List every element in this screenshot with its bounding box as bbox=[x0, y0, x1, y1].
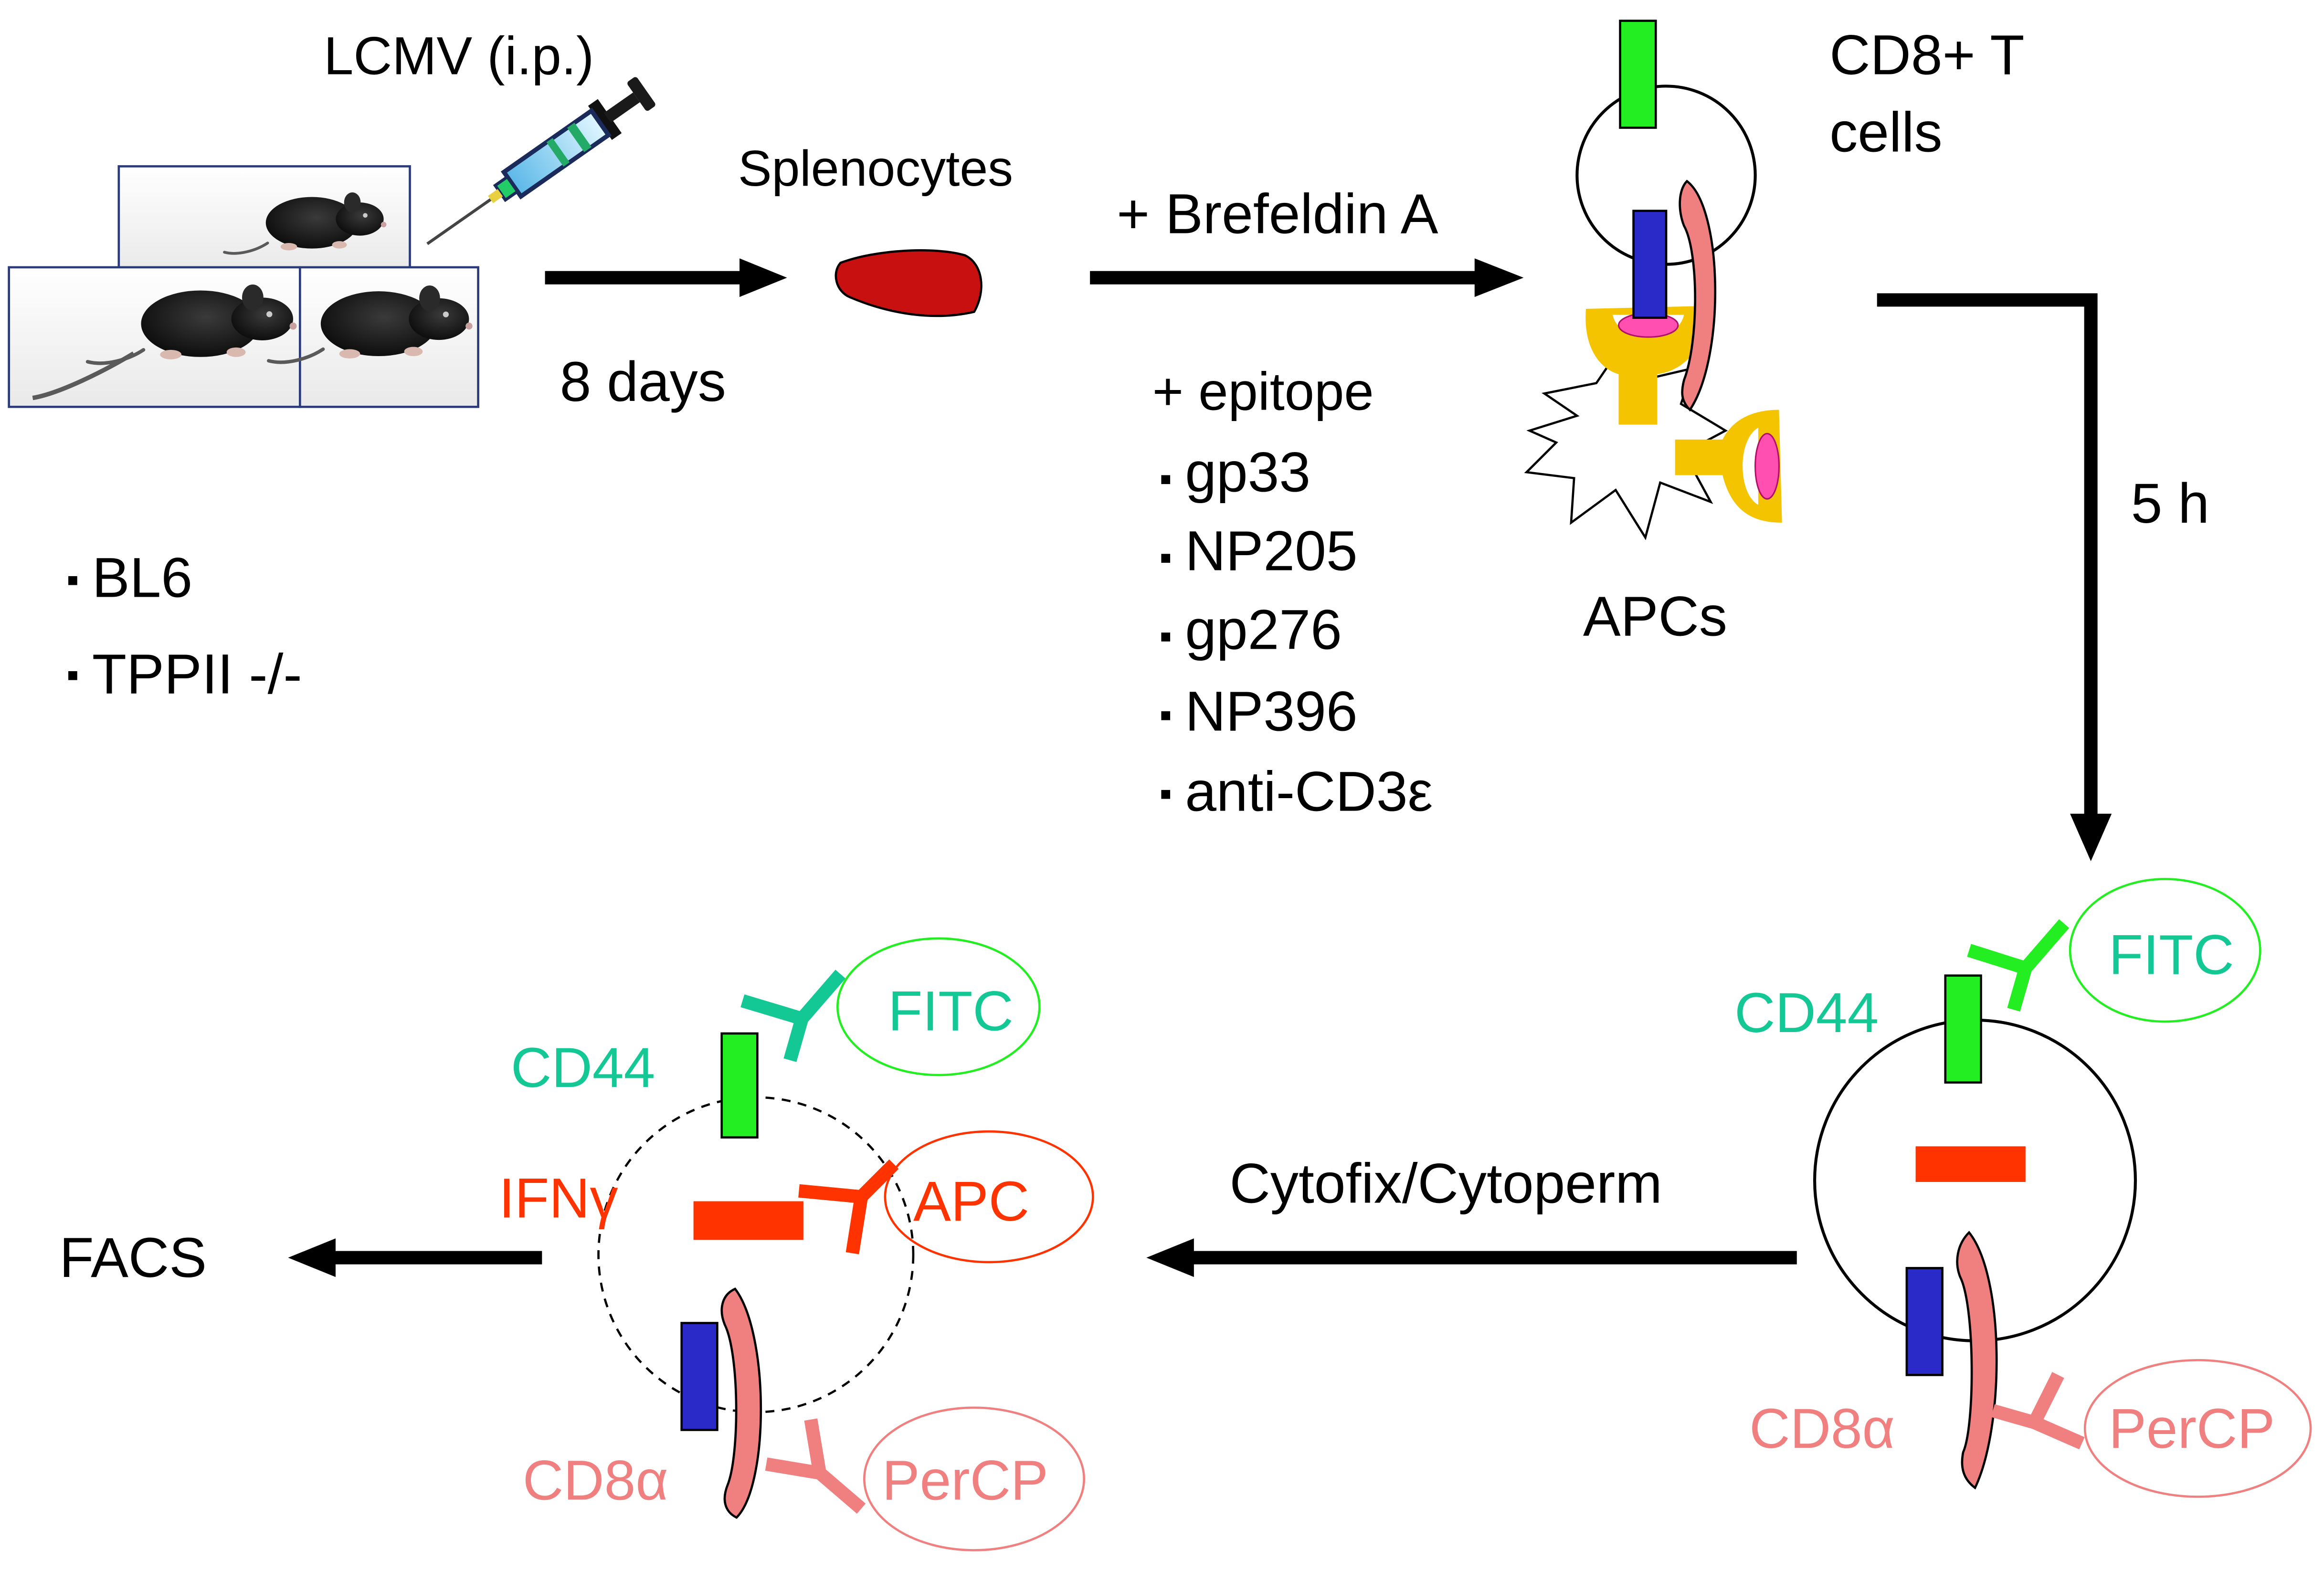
cd44-receptor bbox=[720, 1032, 759, 1139]
left-apc-label: APC bbox=[913, 1170, 1029, 1233]
spleen-icon bbox=[835, 249, 982, 317]
ifng-intracellular bbox=[693, 1201, 803, 1240]
arrow-to-cells bbox=[1090, 258, 1524, 297]
antibody-y-icon bbox=[740, 970, 846, 1062]
left-ifng-label: IFNγ bbox=[499, 1167, 618, 1230]
mouse-strain-list: BL6 TPPII -/- bbox=[68, 546, 302, 706]
arrow-cytofix bbox=[1146, 1238, 1797, 1277]
cd8-coreceptor bbox=[1679, 179, 1717, 412]
left-percp-label: PerCP bbox=[882, 1449, 1048, 1512]
ifng-intracellular bbox=[1915, 1146, 2026, 1182]
mhc-molecule bbox=[1675, 410, 1782, 523]
facs-label: FACS bbox=[59, 1226, 207, 1289]
antibody-y-icon bbox=[1991, 1372, 2085, 1450]
splenocytes-label: Splenocytes bbox=[738, 140, 1013, 197]
percp-ellipse bbox=[2083, 1359, 2312, 1498]
right-cd44-label: CD44 bbox=[1734, 981, 1879, 1044]
epitope-item: gp33 bbox=[1185, 441, 1310, 504]
right-fitc-label: FITC bbox=[2109, 924, 2234, 987]
brefeldin-label: + Brefeldin A bbox=[1117, 182, 1438, 245]
tcr-receptor bbox=[1905, 1267, 1944, 1376]
antibody-y-icon bbox=[1967, 919, 2070, 1012]
arrow-facs bbox=[288, 1238, 542, 1277]
peptide bbox=[1754, 432, 1780, 500]
left-cd44-label: CD44 bbox=[511, 1036, 655, 1099]
apc-ellipse bbox=[884, 1130, 1094, 1264]
epitope-item: gp276 bbox=[1185, 598, 1342, 661]
arrow-to-spleen bbox=[545, 258, 787, 297]
cd8-cells-label: CD8+ T bbox=[1829, 24, 2024, 87]
cd8-coreceptor bbox=[1956, 1231, 1998, 1490]
epitope-item: NP396 bbox=[1185, 680, 1357, 743]
left-cd8a-label: CD8α bbox=[523, 1449, 668, 1512]
time-label: 5 h bbox=[2131, 472, 2209, 535]
antibody-y-icon bbox=[798, 1159, 899, 1255]
apcs-label: APCs bbox=[1583, 585, 1727, 648]
stimulated-cell bbox=[1813, 878, 2312, 1498]
cd44-receptor bbox=[1944, 974, 1982, 1084]
left-fitc-label: FITC bbox=[888, 980, 1014, 1043]
mice-photos bbox=[8, 165, 479, 408]
permeabilized-cell bbox=[597, 937, 1094, 1551]
antibody-y-icon bbox=[765, 1418, 866, 1514]
epitope-item: NP205 bbox=[1185, 519, 1357, 582]
cd8-coreceptor bbox=[720, 1287, 762, 1519]
epitope-item: anti-CD3ε bbox=[1185, 760, 1433, 823]
strain-item: BL6 bbox=[92, 546, 192, 609]
fitc-ellipse bbox=[2069, 878, 2261, 1023]
mhc-molecule bbox=[1585, 306, 1708, 425]
right-cd8a-label: CD8α bbox=[1749, 1397, 1895, 1460]
tcr-receptor bbox=[680, 1322, 718, 1431]
syringe-icon bbox=[426, 77, 655, 245]
right-percp-label: PerCP bbox=[2109, 1397, 2275, 1460]
percp-ellipse bbox=[863, 1406, 1086, 1551]
days-label: 8 days bbox=[560, 350, 726, 413]
lcmv-label: LCMV (i.p.) bbox=[324, 26, 594, 86]
fitc-ellipse bbox=[836, 937, 1041, 1076]
epitope-list: gp33 NP205 gp276 NP396 anti-CD3ε bbox=[1161, 441, 1433, 823]
strain-item: TPPII -/- bbox=[92, 643, 302, 706]
cd8-t-cell-with-apcs bbox=[1524, 20, 1782, 540]
cytofix-label: Cytofix/Cytoperm bbox=[1230, 1152, 1662, 1215]
cd44-receptor bbox=[1619, 20, 1657, 129]
tcr-receptor bbox=[1632, 210, 1668, 319]
arrow-elbow-down bbox=[1877, 293, 2112, 862]
cd8-cells-label: cells bbox=[1829, 101, 1942, 164]
epitope-heading: + epitope bbox=[1152, 362, 1374, 422]
